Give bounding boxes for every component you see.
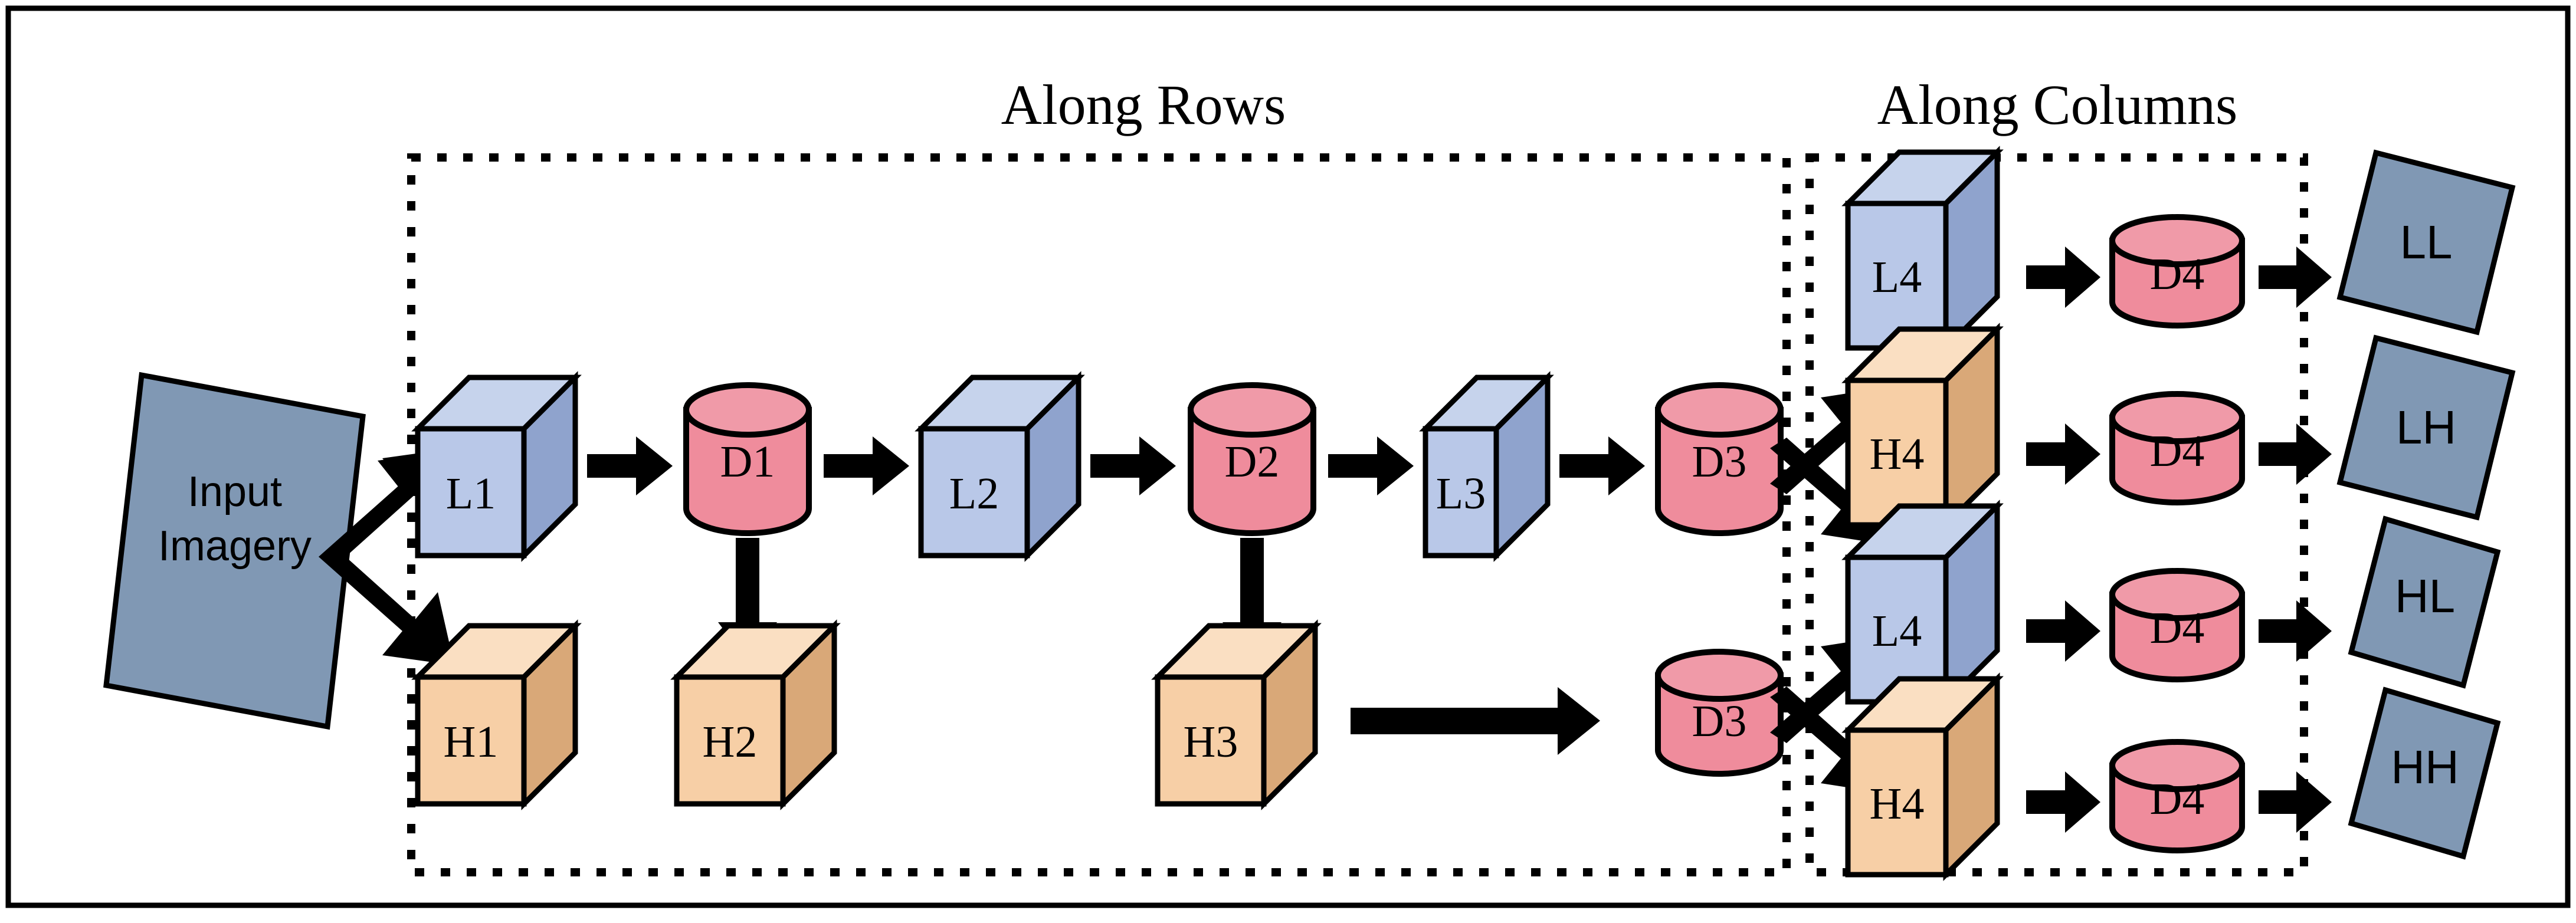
arrow-D4row2-to-LH — [2259, 423, 2332, 485]
node-H4-row4: H4 — [1841, 672, 2004, 881]
node-D4-row4: D4 — [2109, 739, 2245, 853]
D3-top-label: D3 — [1692, 437, 1747, 487]
node-D4-row1: D4 — [2109, 214, 2245, 329]
along-rows-dotted-box — [407, 153, 1791, 876]
output-HL-label: HL — [2395, 570, 2455, 622]
node-L1: L1 — [411, 371, 582, 562]
arrow-D2-to-L3 — [1328, 436, 1414, 495]
arrow-L4row3-to-D4row3 — [2026, 600, 2100, 662]
D3-bottom-cap — [1655, 649, 1784, 702]
D2-body — [1188, 407, 1316, 536]
arrow-D1-to-L2 — [824, 436, 909, 495]
D4-row4-label: D4 — [2150, 774, 2205, 824]
group-label-along-rows: Along Rows — [1001, 73, 1286, 136]
arrow-L2-to-D2 — [1090, 436, 1176, 495]
L3-front-face — [1423, 426, 1499, 559]
D1-label: D1 — [720, 437, 775, 487]
H4-row4-front-face — [1845, 727, 1949, 878]
node-D4-row3: D4 — [2109, 568, 2245, 682]
along-columns-dotted-box — [1805, 153, 2308, 876]
H2-front-face — [674, 674, 786, 807]
arrow-H4row2-to-D4row2 — [2026, 423, 2100, 485]
D4-row4-cap — [2109, 739, 2245, 792]
output-HH-label: HH — [2391, 741, 2459, 793]
D3-bottom-label: D3 — [1692, 697, 1747, 746]
D4-row2-cap — [2109, 391, 2245, 444]
arrow-H3-to-D3bottom — [1351, 687, 1600, 755]
H3-front-face — [1155, 674, 1267, 807]
node-H3: H3 — [1151, 619, 1322, 810]
output-LL-label: LL — [2400, 216, 2453, 268]
arrow-L4row1-to-D4row1 — [2026, 247, 2100, 308]
D4-row3-cap — [2109, 568, 2245, 621]
node-D1: D1 — [683, 382, 812, 536]
D3-top-body — [1655, 407, 1784, 536]
L3-label: L3 — [1436, 469, 1486, 518]
D4-row1-label: D4 — [2150, 249, 2205, 299]
node-L4-row3: L4 — [1841, 500, 2004, 708]
H4-row2-label: H4 — [1870, 429, 1925, 479]
arrow-L3-to-D3 — [1559, 436, 1645, 495]
input-imagery-block: Input Imagery — [103, 372, 366, 730]
L2-label: L2 — [949, 469, 999, 518]
output-HH-shape — [2348, 686, 2501, 860]
H4-row2-front-face — [1845, 377, 1949, 528]
L1-label: L1 — [446, 469, 496, 518]
H1-label: H1 — [444, 717, 499, 767]
node-D3-top: D3 — [1655, 382, 1784, 536]
arrow-D4row3-to-HL — [2259, 600, 2332, 662]
output-HH: HH — [2348, 686, 2501, 860]
output-LL: LL — [2336, 149, 2516, 336]
arrow-D4row1-to-LL — [2259, 247, 2332, 308]
node-H1: H1 — [411, 619, 582, 810]
L4-row1-label: L4 — [1872, 252, 1922, 302]
L4-row3-label: L4 — [1872, 606, 1922, 656]
D3-top-cap — [1655, 382, 1784, 438]
D1-top — [683, 382, 812, 438]
H3-label: H3 — [1184, 717, 1238, 767]
L1-front-face — [415, 426, 527, 559]
node-L4-row1: L4 — [1841, 146, 2004, 354]
output-LH-label: LH — [2396, 401, 2456, 454]
D2-label: D2 — [1225, 437, 1280, 487]
H1-front-face — [415, 674, 527, 807]
H4-row4-label: H4 — [1870, 779, 1925, 829]
node-H4-row2: H4 — [1841, 323, 2004, 531]
node-D2: D2 — [1188, 382, 1316, 536]
arrow-D4row4-to-HH — [2259, 771, 2332, 833]
node-L3: L3 — [1419, 371, 1554, 562]
arrow-H4row4-to-D4row4 — [2026, 771, 2100, 833]
D4-row3-label: D4 — [2150, 603, 2205, 653]
D1-body — [683, 407, 812, 536]
output-LH-shape — [2336, 334, 2516, 521]
node-H2: H2 — [670, 619, 841, 810]
input-imagery-label-line2: Imagery — [158, 523, 312, 570]
arrow-input-to-H1 — [319, 547, 454, 665]
H2-label: H2 — [703, 717, 758, 767]
D4-row2-label: D4 — [2150, 426, 2205, 476]
node-L2: L2 — [915, 371, 1085, 562]
D2-top — [1188, 382, 1316, 438]
node-D4-row2: D4 — [2109, 391, 2245, 505]
output-HL-shape — [2348, 515, 2501, 689]
output-LH: LH — [2336, 334, 2516, 521]
D3-bottom-body — [1655, 672, 1784, 777]
group-label-along-columns: Along Columns — [1877, 73, 2238, 136]
arrow-L1-to-D1 — [587, 436, 673, 495]
output-HL: HL — [2348, 515, 2501, 689]
output-LL-shape — [2336, 149, 2516, 336]
L2-front-face — [918, 426, 1030, 559]
input-imagery-shape — [103, 372, 366, 730]
D4-row1-cap — [2109, 214, 2245, 267]
input-imagery-label-line1: Input — [188, 468, 282, 515]
node-D3-bottom: D3 — [1655, 649, 1784, 777]
